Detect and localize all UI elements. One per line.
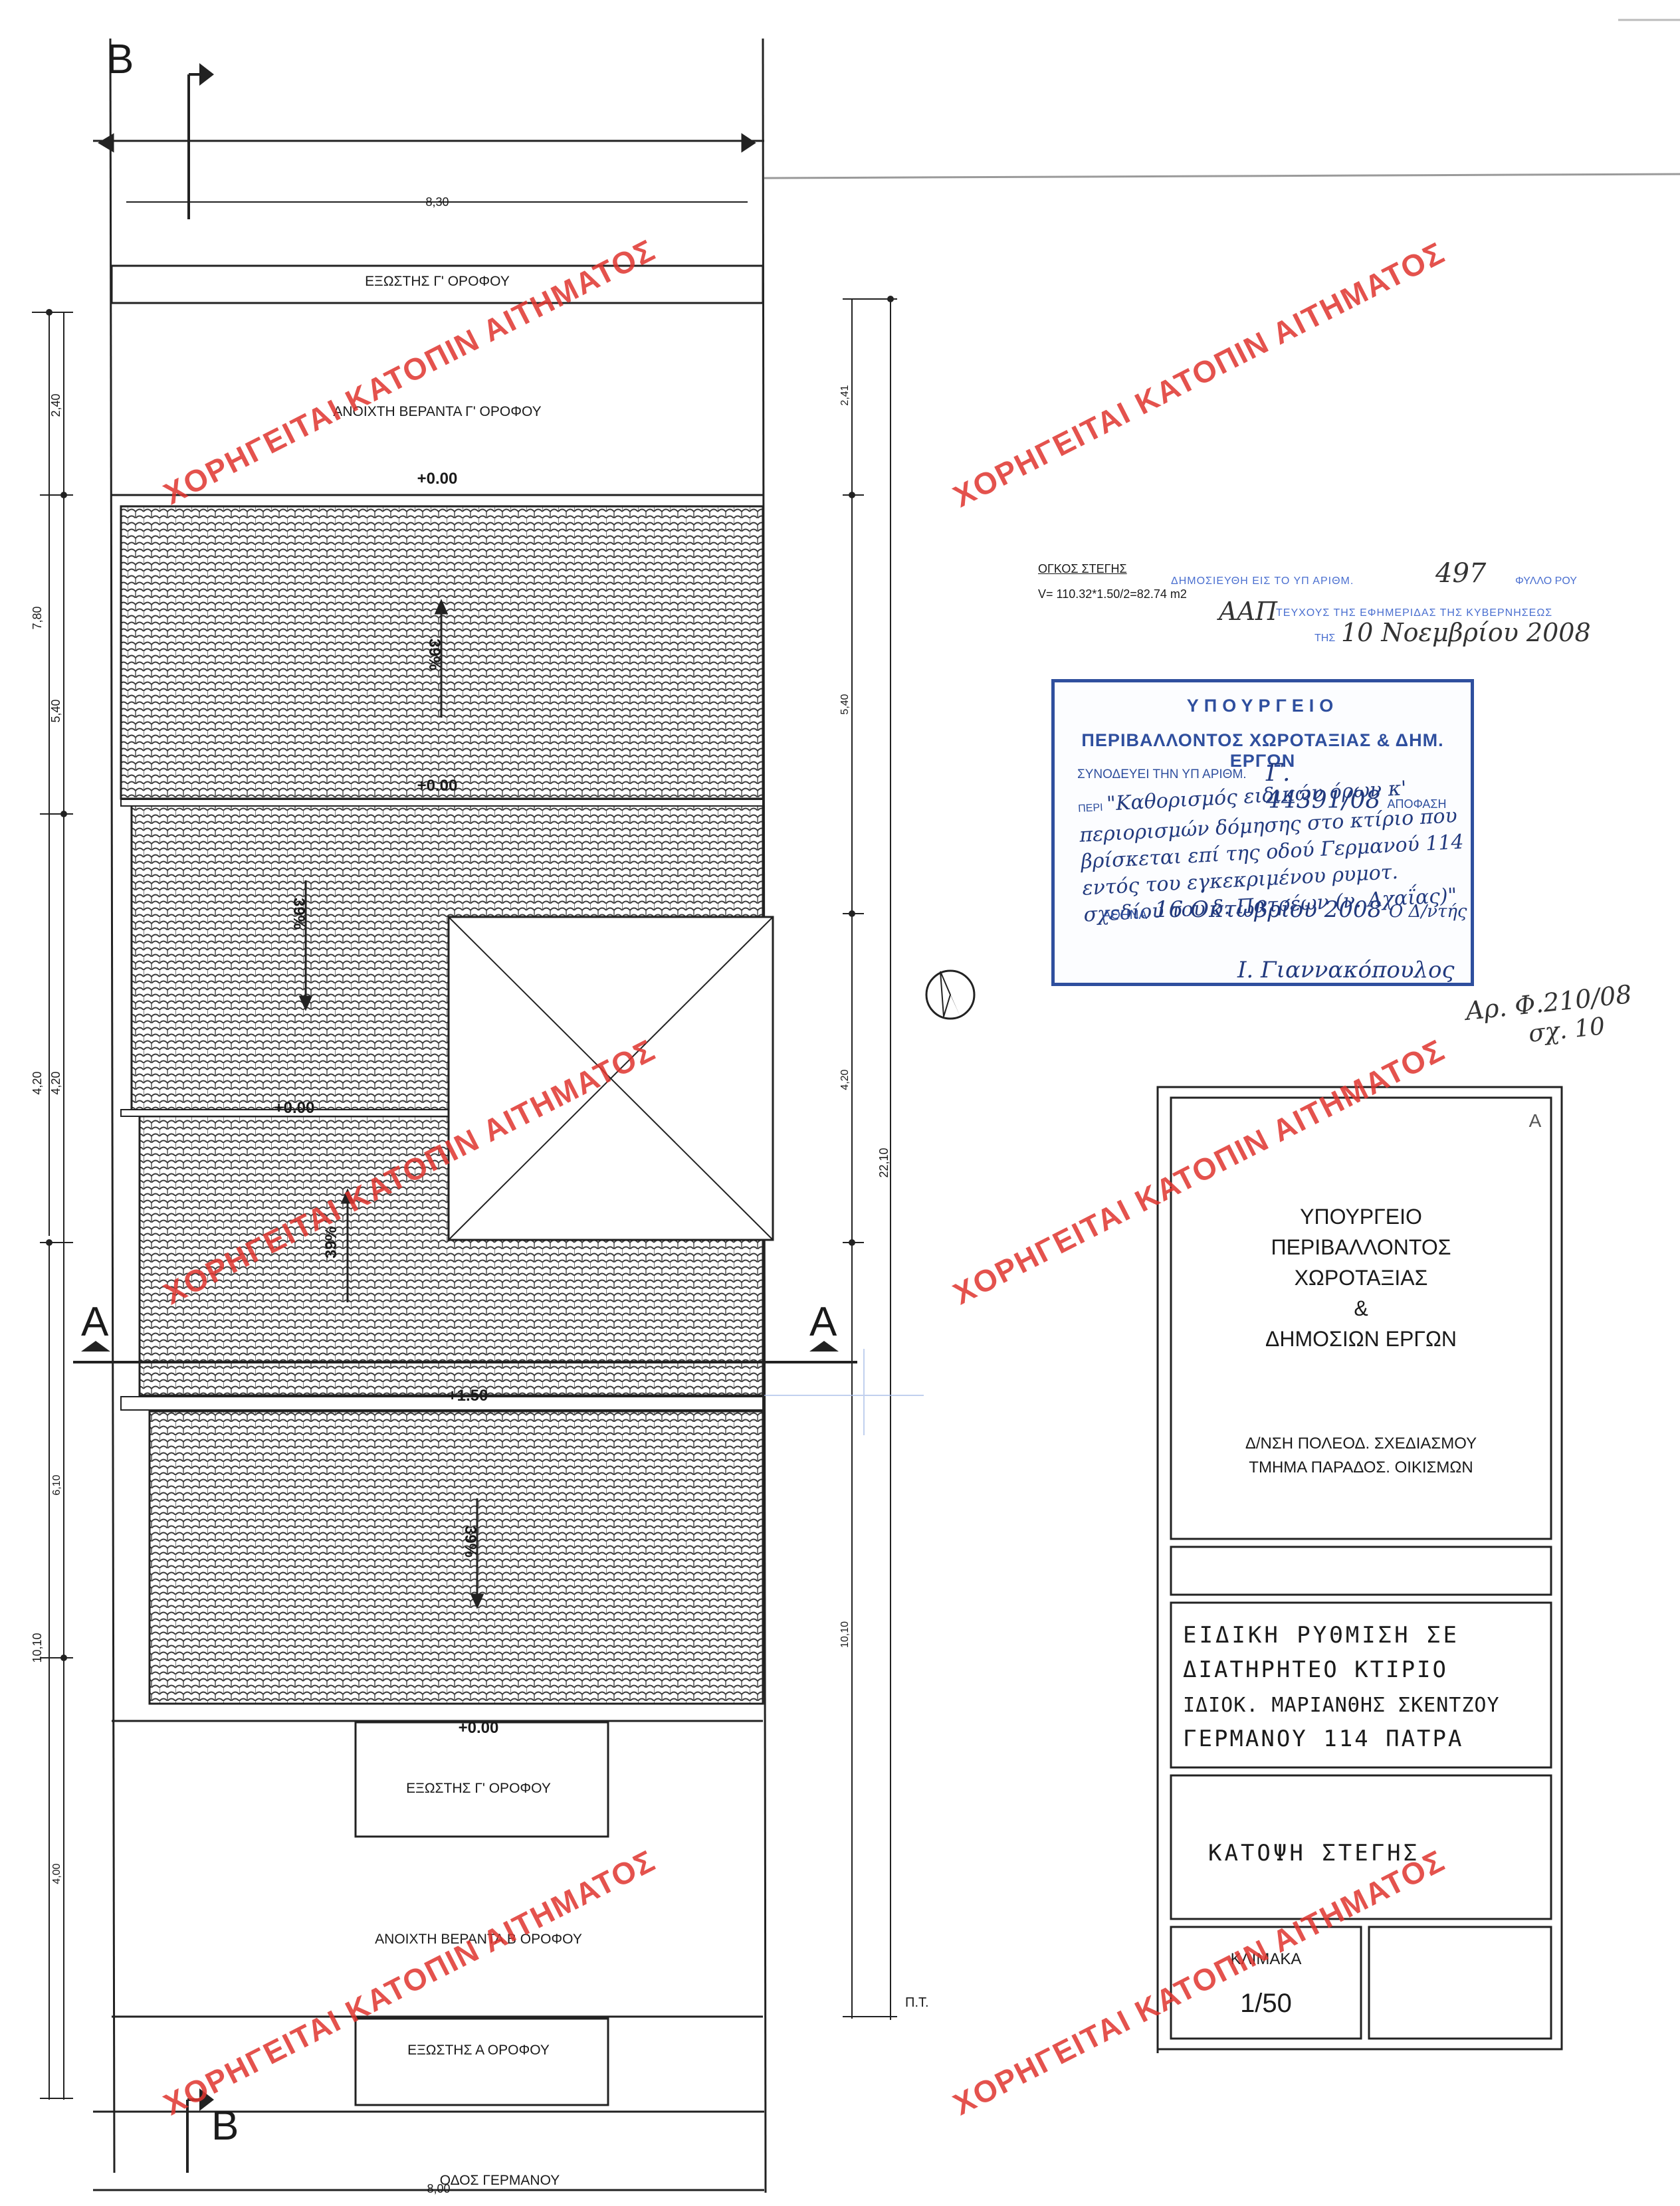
project-line-4: ΓΕΡΜΑΝΟΥ 114 ΠΑΤΡΑ (1183, 1726, 1463, 1752)
dim-right-outer: 22,10 (877, 1148, 891, 1177)
dim-left-inner-2: 5,40 (49, 699, 62, 722)
scan-edge-line (764, 173, 1680, 179)
dim-top-width: 8,30 (425, 195, 449, 209)
stamp-date: 16 Οκτωβρίου 2008 Ο Δ/ντής (1154, 896, 1467, 923)
slope-1: 39% (425, 639, 443, 670)
dimension-lines (32, 201, 897, 2100)
level-2: +0.00 (417, 777, 458, 795)
dim-left-outer-3: 10,10 (31, 1633, 44, 1662)
ministry-line-2: ΠΕΡΙΒΑΛΛΟΝΤΟΣ (1271, 1235, 1451, 1259)
slope-arrows (298, 599, 484, 1609)
publication-line-1: ΔΗΜΟΣΙΕΥΘΗ ΕΙΣ ΤΟ ΥΠ ΑΡΙΘΜ. (1171, 575, 1354, 587)
level-3: +0.00 (274, 1099, 315, 1117)
light-well (447, 916, 774, 1241)
roof-volume-title: ΟΓΚΟΣ ΣΤΕΓΗΣ (1038, 562, 1127, 575)
publication-date: 10 Νοεμβρίου 2008 (1341, 618, 1591, 647)
dim-left-inner-5: 4,00 (51, 1863, 62, 1884)
dim-right-inner-1: 2,41 (839, 385, 851, 405)
label-mid-balcony: ΕΞΩΣΤΗΣ Γ' ΟΡΟΦΟΥ (406, 1781, 551, 1796)
label-bottom-balcony: ΕΞΩΣΤΗΣ Α ΟΡΟΦΟΥ (407, 2043, 550, 2058)
ministry-line-5: ΔΗΜΟΣΙΩΝ ΕΡΓΩΝ (1265, 1327, 1457, 1351)
section-b-top: B (106, 37, 134, 82)
department-line-2: ΤΜΗΜΑ ΠΑΡΑΔΟΣ. ΟΙΚΙΣΜΩΝ (1249, 1458, 1473, 1476)
publication-line-3: ΤΗΣ (1314, 633, 1336, 644)
stamp-ministry-full: ΠΕΡΙΒΑΛΛΟΝΤΟΣ ΧΩΡΟΤΑΞΙΑΣ & ΔΗΜ. ΕΡΓΩΝ (1081, 730, 1444, 771)
label-top-balcony: ΕΞΩΣΤΗΣ Γ' ΟΡΟΦΟΥ (365, 274, 510, 289)
north-arrow-icon (925, 969, 976, 1020)
scan-ghost-marks (764, 1349, 924, 1435)
department-line-1: Δ/ΝΣΗ ΠΟΛΕΟΔ. ΣΧΕΔΙΑΣΜΟΥ (1245, 1435, 1477, 1453)
level-4: +1.50 (448, 1387, 488, 1405)
scale-value: 1/50 (1240, 1989, 1292, 2018)
dim-right-inner-3: 4,20 (839, 1069, 851, 1090)
stamp-decision-label: ΣΥΝΟΔΕΥΕΙ ΤΗΝ ΥΠ ΑΡΙΘΜ. (1077, 767, 1247, 781)
section-a-left: A (81, 1299, 109, 1345)
section-markers (73, 63, 857, 2173)
label-street: ΟΔΟΣ ΓΕΡΜΑΝΟΥ (440, 2173, 560, 2188)
publication-line-2: ΤΕΥΧΟΥΣ ΤΗΣ ΕΦΗΜΕΡΙΔΑΣ ΤΗΣ ΚΥΒΕΡΝΗΣΕΩΣ (1276, 607, 1553, 619)
label-top-veranda: ΑΝΟΙΧΤΗ ΒΕΡΑΝΤΑ Γ' ΟΡΟΦΟΥ (333, 404, 541, 419)
dim-right-inner-4: 10,10 (839, 1621, 851, 1648)
level-1: +0.00 (417, 470, 458, 488)
title-block-frame (1156, 1086, 1563, 2053)
stamp-place: ΑΘΗΝΑ (1102, 908, 1148, 922)
dim-left-outer-2: 4,20 (31, 1071, 44, 1094)
section-b-bottom: B (211, 2103, 239, 2149)
dim-left-outer-1: 7,80 (31, 606, 44, 629)
stamp-signature: Ι. Γιαννακόπουλος (1237, 957, 1455, 983)
section-a-right: A (809, 1299, 837, 1345)
building-outline (110, 264, 764, 2106)
project-line-1: ΕΙΔΙΚΗ ΡΥΘΜΙΣΗ ΣΕ (1183, 1622, 1459, 1649)
roof-volume-formula: V= 110.32*1.50/2=82.74 m2 (1038, 587, 1187, 601)
dimension-ticks (46, 296, 894, 1661)
slope-4: 39% (461, 1526, 479, 1557)
roof-tile-areas (120, 505, 764, 1705)
ministry-line-3: ΧΩΡΟΤΑΞΙΑΣ (1295, 1266, 1428, 1290)
publication-line-1-suffix: ΦΥΛΛΟ ΡΟΥ (1515, 575, 1577, 587)
dim-left-inner-3: 4,20 (49, 1071, 62, 1094)
project-line-3: ΙΔΙΟΚ. ΜΑΡΙΑΝΘΗΣ ΣΚΕΝΤΖΟΥ (1183, 1694, 1500, 1717)
dim-left-inner-4: 6,10 (51, 1474, 62, 1495)
drawing-title: ΚΑΤΟΨΗ ΣΤΕΓΗΣ (1208, 1840, 1419, 1866)
ministry-line-4: & (1354, 1296, 1368, 1320)
stamp-ministry: ΥΠΟΥΡΓΕΙΟ (1186, 696, 1339, 716)
publication-number: 497 (1435, 558, 1487, 589)
title-block-corner: A (1529, 1110, 1542, 1131)
project-line-2: ΔΙΑΤΗΡΗΤΕΟ ΚΤΙΡΙΟ (1183, 1656, 1448, 1683)
slope-2: 39% (290, 898, 308, 930)
dim-right-inner-2: 5,40 (839, 694, 851, 714)
publication-handwritten: ΑΑΠ (1219, 597, 1278, 626)
slope-3: 39% (322, 1227, 340, 1258)
scale-label: ΚΛΙΜΑΚΑ (1231, 1950, 1302, 1968)
ministry-stamp: ΥΠΟΥΡΓΕΙΟ ΠΕΡΙΒΑΛΛΟΝΤΟΣ ΧΩΡΟΤΑΞΙΑΣ & ΔΗΜ… (1051, 679, 1474, 986)
label-pt: Π.Τ. (905, 1995, 929, 2010)
ministry-line-1: ΥΠΟΥΡΓΕΙΟ (1300, 1205, 1422, 1229)
dim-bottom-width: 8,00 (427, 2182, 450, 2195)
level-5: +0.00 (459, 1719, 499, 1737)
label-low-veranda: ΑΝΟΙΧΤΗ ΒΕΡΑΝΤΑ Β ΟΡΟΦΟΥ (375, 1932, 582, 1947)
dim-left-inner-1: 2,40 (49, 393, 62, 417)
